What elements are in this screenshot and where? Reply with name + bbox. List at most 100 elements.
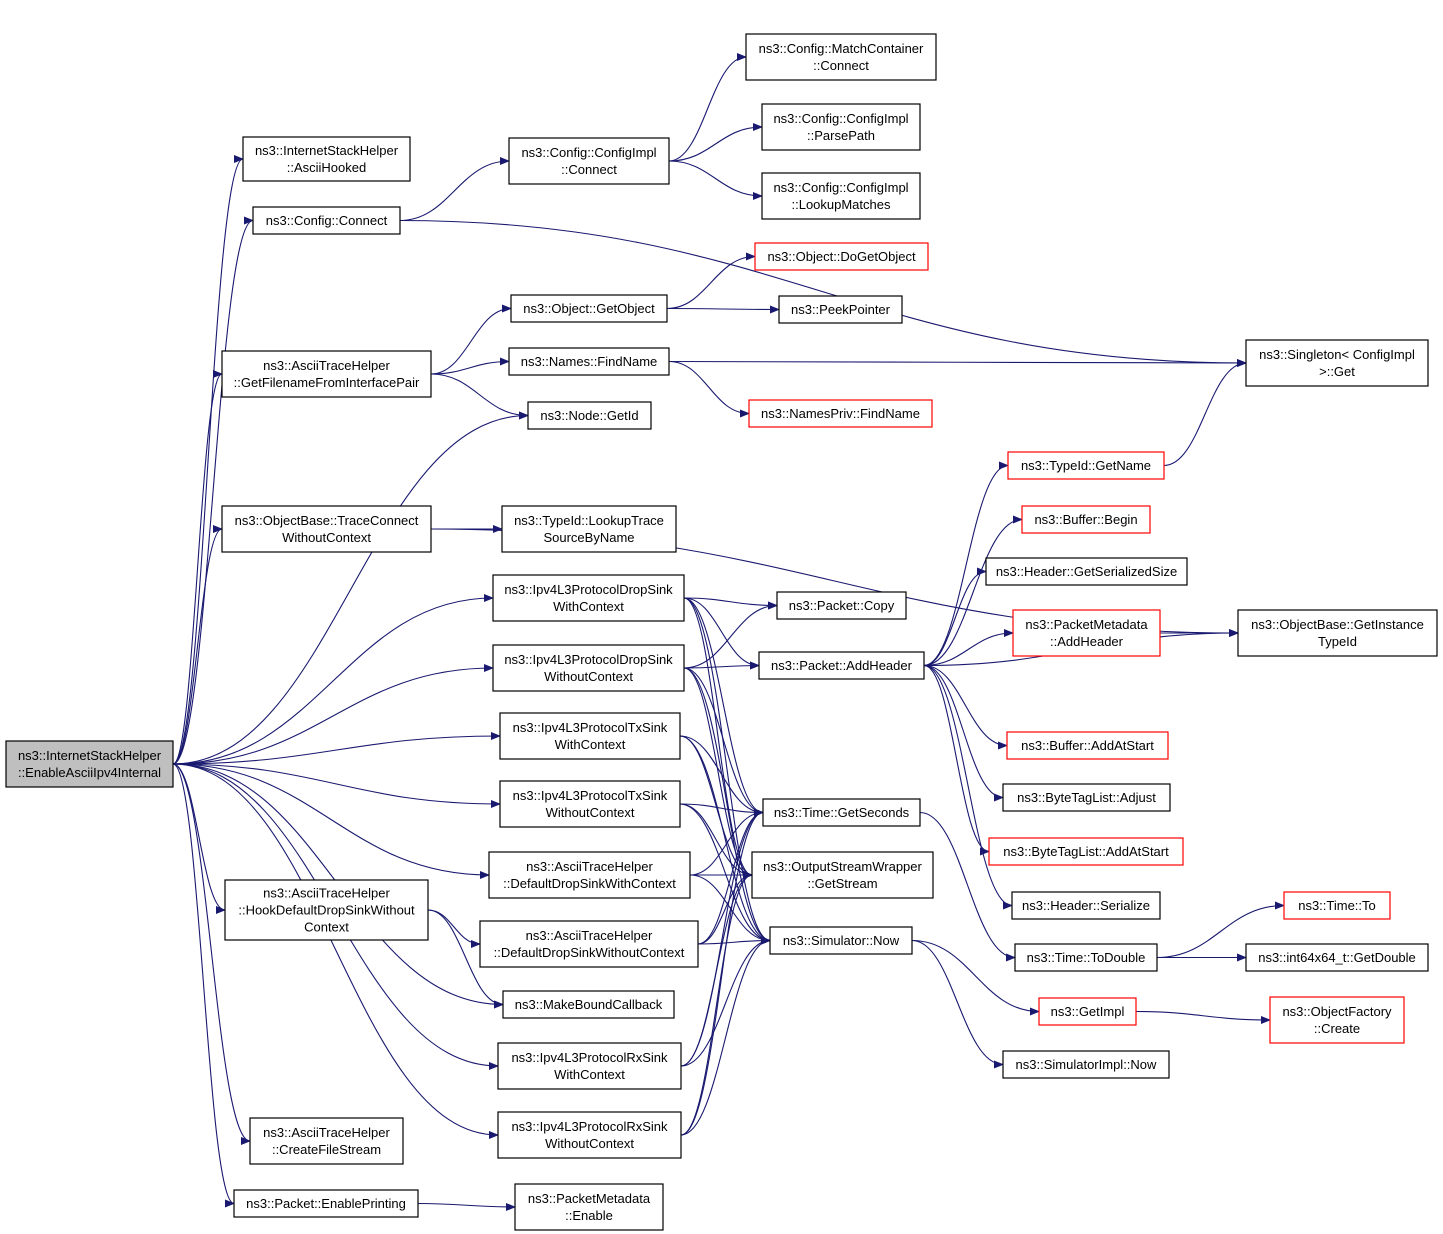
node-bufferaddatstart[interactable]: ns3::Buffer::AddAtStart (1006, 731, 1169, 760)
node-packetcopy[interactable]: ns3::Packet::Copy (776, 591, 907, 620)
edge-getimpl-to-objectfactory (1135, 1010, 1271, 1024)
node-label: ns3::Object::GetObject (523, 301, 655, 316)
node-nodegetid[interactable]: ns3::Node::GetId (527, 401, 652, 430)
node-cfgimplconnect[interactable]: ns3::Config::ConfigImpl::Connect (508, 137, 670, 185)
node-dropsinkwithout[interactable]: ns3::Ipv4L3ProtocolDropSinkWithoutContex… (492, 644, 685, 692)
node-namespriv[interactable]: ns3::NamesPriv::FindName (748, 399, 933, 428)
edge-addheader-to-typeidgetname (923, 461, 1009, 667)
node-outputstream[interactable]: ns3::OutputStreamWrapper::GetStream (751, 851, 934, 899)
edge-simnow-to-simimplnow (911, 939, 1004, 1069)
node-box (527, 401, 652, 430)
node-box (761, 103, 921, 151)
node-getobject[interactable]: ns3::Object::GetObject (510, 294, 668, 323)
node-label: ns3::Packet::Copy (789, 598, 895, 613)
node-simnow[interactable]: ns3::Simulator::Now (769, 926, 913, 955)
edge-timegetseconds-to-timetodouble (919, 811, 1016, 962)
node-box (1002, 783, 1171, 812)
node-label: ns3::TypeId::LookupTrace (514, 513, 664, 528)
edge-typeidgetname-to-singleton (1163, 359, 1247, 467)
node-pmaddheader[interactable]: ns3::PacketMetadata::AddHeader (1012, 609, 1161, 657)
node-timeto[interactable]: ns3::Time::To (1283, 891, 1391, 920)
node-label: ::GetStream (807, 876, 877, 891)
node-label: WithContext (554, 1067, 625, 1082)
node-label: ::Create (1314, 1021, 1360, 1036)
node-asciihooked[interactable]: ns3::InternetStackHelper::AsciiHooked (242, 136, 411, 182)
node-label: ::HookDefaultDropSinkWithout (238, 903, 415, 918)
edge-addheader-to-bufferbegin (923, 515, 1023, 667)
node-box (761, 172, 921, 220)
node-headergetsize[interactable]: ns3::Header::GetSerializedSize (985, 557, 1188, 586)
node-box (492, 644, 685, 692)
node-box (5, 740, 174, 788)
node-cfgconnect[interactable]: ns3::Config::Connect (252, 206, 401, 235)
node-lookupmatches[interactable]: ns3::Config::ConfigImpl::LookupMatches (761, 172, 921, 220)
node-bytetagadjust[interactable]: ns3::ByteTagList::Adjust (1002, 783, 1171, 812)
node-box (1245, 943, 1429, 972)
node-box (1021, 505, 1151, 534)
edge-hookdefault-to-defaultdropwithout (427, 909, 481, 948)
edge-addheader-to-bytetagaddatstart (923, 664, 990, 856)
node-defaultdropwithout[interactable]: ns3::AsciiTraceHelper::DefaultDropSinkWi… (479, 920, 699, 968)
node-addheader[interactable]: ns3::Packet::AddHeader (758, 651, 925, 680)
node-label: ::AddHeader (1050, 634, 1124, 649)
node-typeidgetname[interactable]: ns3::TypeId::GetName (1007, 451, 1165, 480)
node-matchcontainer[interactable]: ns3::Config::MatchContainer::Connect (745, 33, 937, 81)
node-label: Context (304, 920, 349, 935)
node-box (510, 294, 668, 323)
node-timetodouble[interactable]: ns3::Time::ToDouble (1014, 943, 1158, 972)
node-label: ns3::Header::GetSerializedSize (996, 564, 1177, 579)
node-namesfind[interactable]: ns3::Names::FindName (508, 347, 670, 376)
node-label: ::LookupMatches (791, 197, 891, 212)
node-getimpl[interactable]: ns3::GetImpl (1038, 997, 1137, 1026)
node-getfilename[interactable]: ns3::AsciiTraceHelper::GetFilenameFromIn… (221, 350, 432, 398)
edge-addheader-to-bufferaddatstart (923, 664, 1008, 750)
node-label: WithoutContext (544, 669, 633, 684)
node-enableprinting[interactable]: ns3::Packet::EnablePrinting (233, 1189, 419, 1218)
edge-enableprinting-to-pmenable (417, 1202, 516, 1211)
node-label: ns3::InternetStackHelper (255, 143, 399, 158)
node-makebound[interactable]: ns3::MakeBoundCallback (502, 990, 675, 1019)
edge-dropsinkwith-to-packetcopy (683, 597, 778, 610)
node-timegetseconds[interactable]: ns3::Time::GetSeconds (762, 798, 921, 827)
edge-getfilename-to-nodegetid (430, 373, 529, 420)
node-parsepath[interactable]: ns3::Config::ConfigImpl::ParsePath (761, 103, 921, 151)
node-int64getdouble[interactable]: ns3::int64x64_t::GetDouble (1245, 943, 1429, 972)
node-headerserialize[interactable]: ns3::Header::Serialize (1011, 891, 1161, 920)
node-peekpointer[interactable]: ns3::PeekPointer (778, 295, 903, 324)
node-pmenable[interactable]: ns3::PacketMetadata::Enable (514, 1183, 664, 1231)
node-box (508, 137, 670, 185)
node-box (1283, 891, 1391, 920)
node-label: ns3::InternetStackHelper (18, 748, 162, 763)
node-createfilestream[interactable]: ns3::AsciiTraceHelper::CreateFileStream (249, 1117, 404, 1165)
node-defaultdropwith[interactable]: ns3::AsciiTraceHelper::DefaultDropSinkWi… (488, 851, 691, 899)
node-bufferbegin[interactable]: ns3::Buffer::Begin (1021, 505, 1151, 534)
node-bytetagaddatstart[interactable]: ns3::ByteTagList::AddAtStart (988, 837, 1184, 866)
node-singleton[interactable]: ns3::Singleton< ConfigImpl>::Get (1245, 339, 1429, 387)
edge-dropsinkwith-to-timegetseconds (683, 597, 764, 817)
edge-simnow-to-getimpl (911, 939, 1040, 1016)
node-label: WithoutContext (546, 805, 635, 820)
edge-cfgconnect-to-singleton (399, 219, 1247, 367)
node-label: ns3::int64x64_t::GetDouble (1258, 950, 1416, 965)
node-hookdefault[interactable]: ns3::AsciiTraceHelper::HookDefaultDropSi… (224, 879, 429, 941)
node-root[interactable]: ns3::InternetStackHelper::EnableAsciiIpv… (5, 740, 174, 788)
node-objectfactory[interactable]: ns3::ObjectFactory::Create (1269, 996, 1405, 1044)
node-box (221, 350, 432, 398)
node-dogetobject[interactable]: ns3::Object::DoGetObject (754, 242, 929, 271)
node-label: ns3::SimulatorImpl::Now (1016, 1057, 1157, 1072)
node-label: ::GetFilenameFromInterfacePair (234, 375, 420, 390)
node-traceconnect[interactable]: ns3::ObjectBase::TraceConnectWithoutCont… (221, 505, 432, 553)
edge-txsinkwith-to-simnow (679, 735, 771, 945)
node-box (488, 851, 691, 899)
node-box (479, 920, 699, 968)
node-simimplnow[interactable]: ns3::SimulatorImpl::Now (1002, 1050, 1170, 1079)
node-label: ns3::Time::To (1298, 898, 1376, 913)
edge-getobject-to-peekpointer (666, 305, 780, 314)
